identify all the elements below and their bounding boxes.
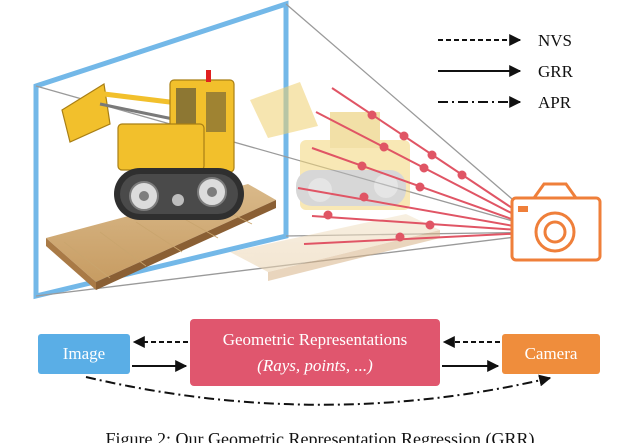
geometric-box: [190, 319, 440, 386]
geometric-box-subtitle: (Rays, points, ...): [257, 356, 373, 375]
ray-point: [323, 210, 333, 220]
ray-point: [419, 163, 429, 173]
ray-point: [367, 110, 377, 120]
camera-icon: [510, 182, 602, 262]
ray-point: [379, 142, 389, 152]
ray-point: [395, 232, 405, 242]
figure-caption: Figure 2: Our Geometric Representation R…: [105, 430, 535, 443]
ray-point: [427, 150, 437, 160]
image-box-label: Image: [62, 344, 106, 363]
legend-label-nvs: NVS: [538, 31, 573, 50]
legend-label-apr: APR: [538, 93, 572, 112]
ray-point: [359, 192, 369, 202]
image-to-camera-dashdot-arrow: [85, 374, 552, 406]
camera-box-label: Camera: [524, 344, 578, 363]
legend-label-grr: GRR: [538, 62, 573, 81]
geometric-box-title: Geometric Representations: [222, 330, 408, 349]
ray-point: [425, 220, 435, 230]
camera-box: [502, 334, 600, 374]
pipeline-arrows: [85, 336, 552, 406]
bulldozer-picture: [46, 70, 276, 290]
legend-lines: [438, 34, 522, 108]
ray-point: [415, 182, 425, 192]
image-box: [38, 334, 130, 374]
ray-point: [457, 170, 467, 180]
ray-point: [399, 131, 409, 141]
ray-point: [357, 161, 367, 171]
